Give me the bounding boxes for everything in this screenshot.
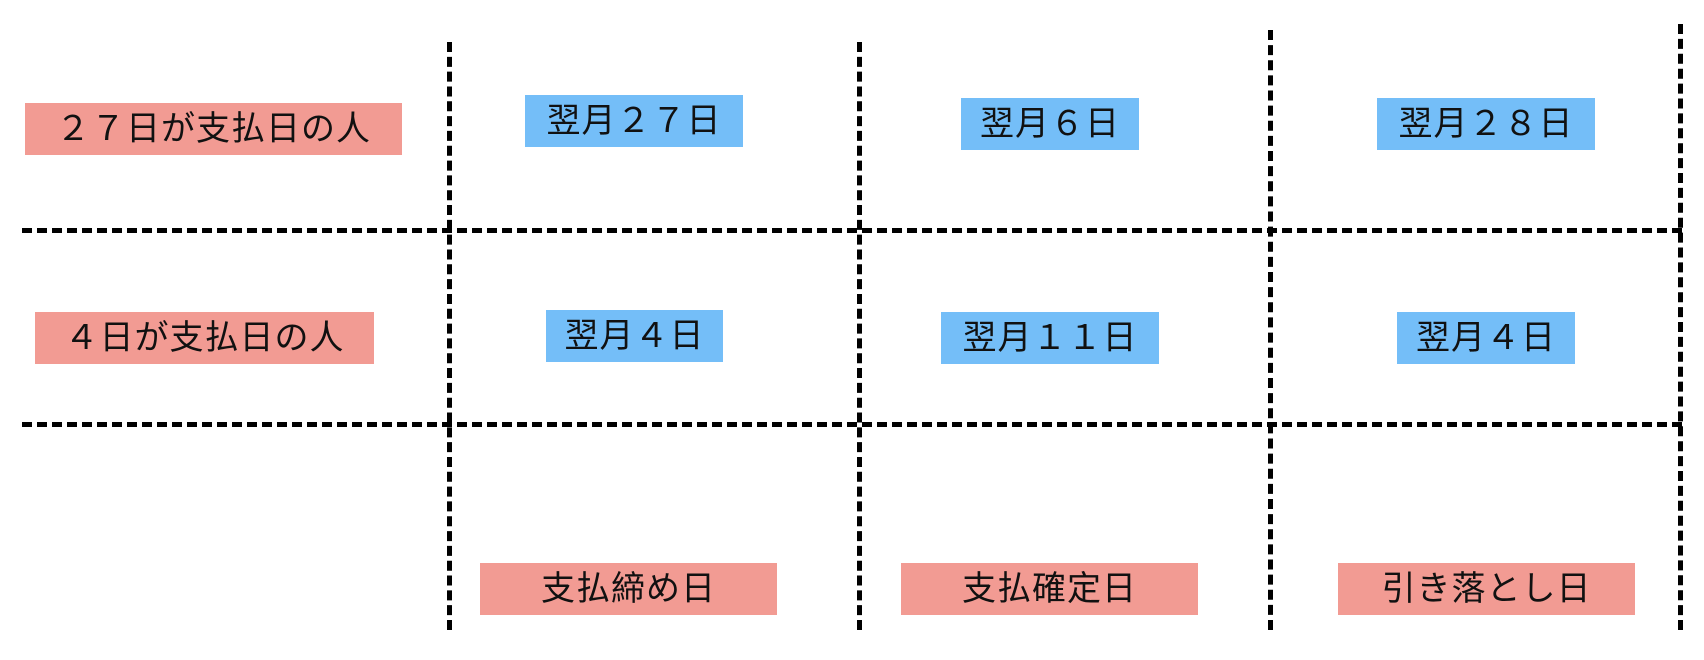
column-label-debit-date: 引き落とし日 — [1338, 563, 1635, 615]
row1-closing-date: 翌月２７日 — [525, 95, 743, 147]
row-label-payday-27: ２７日が支払日の人 — [25, 103, 402, 155]
column-label-confirmation-date: 支払確定日 — [901, 563, 1198, 615]
row-label-payday-4: ４日が支払日の人 — [35, 312, 374, 364]
row2-debit-date: 翌月４日 — [1397, 312, 1575, 364]
column-label-closing-date: 支払締め日 — [480, 563, 777, 615]
grid-divider-vertical-3 — [1268, 30, 1273, 630]
row1-confirmation-date: 翌月６日 — [961, 98, 1139, 150]
row2-closing-date: 翌月４日 — [546, 310, 723, 362]
grid-divider-vertical-4 — [1678, 24, 1683, 630]
grid-divider-vertical-2 — [857, 42, 862, 630]
grid-divider-horizontal-2 — [22, 422, 1682, 427]
grid-divider-vertical-1 — [447, 42, 452, 630]
row1-debit-date: 翌月２８日 — [1377, 98, 1595, 150]
grid-divider-horizontal-1 — [22, 228, 1682, 233]
row2-confirmation-date: 翌月１１日 — [941, 312, 1159, 364]
